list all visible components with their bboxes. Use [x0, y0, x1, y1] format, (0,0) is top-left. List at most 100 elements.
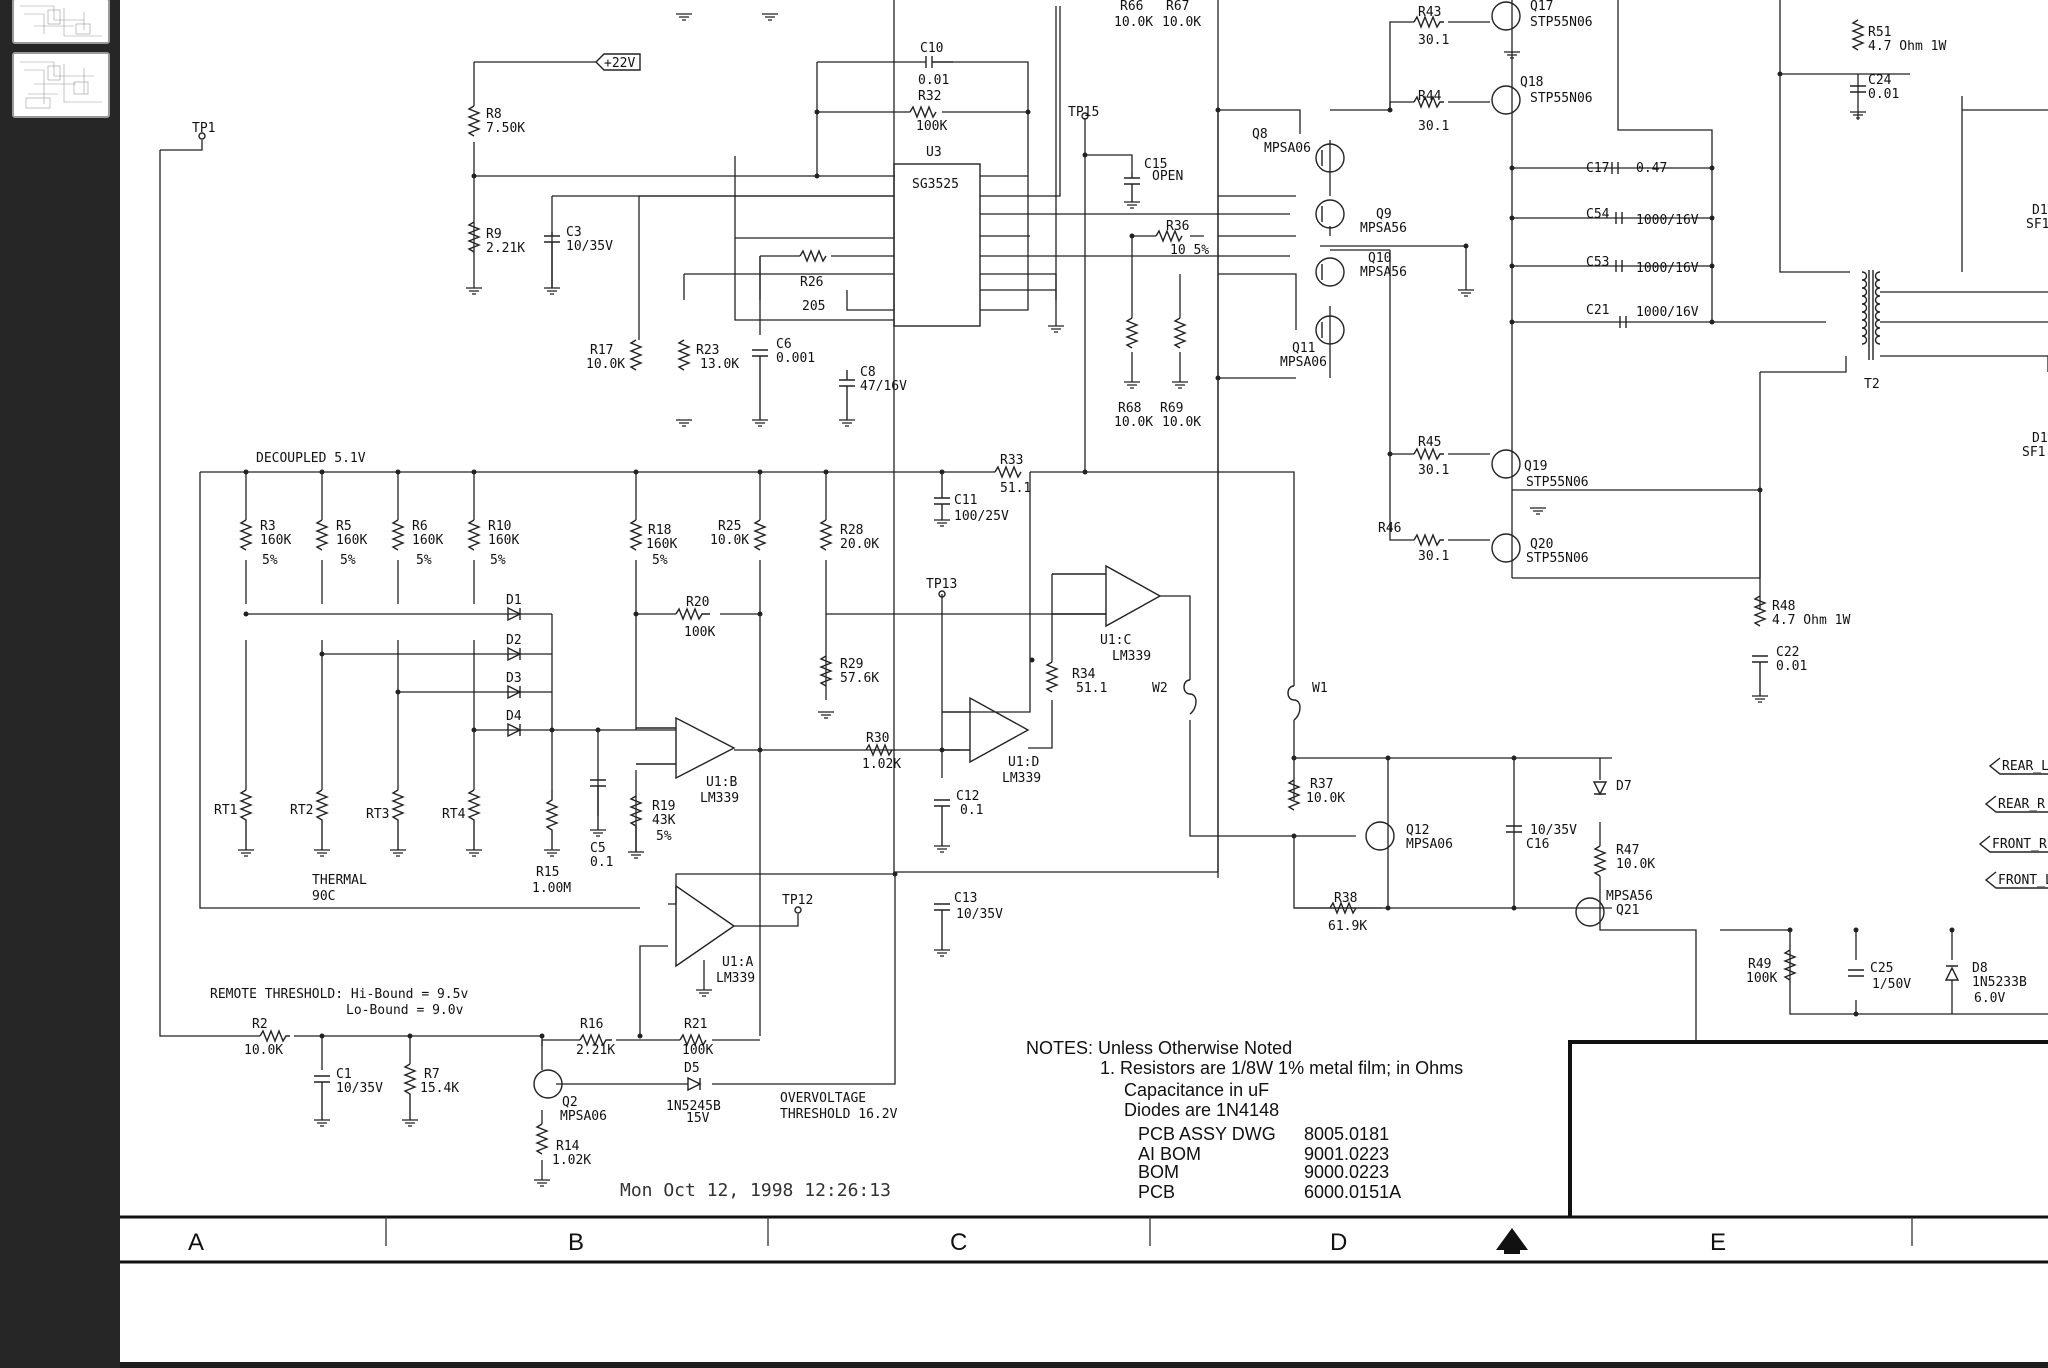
capacitor-c12	[934, 799, 950, 846]
label-r18: R18	[648, 523, 671, 538]
label-r51-value: 4.7 Ohm 1W	[1868, 39, 1946, 54]
label-c5: C5	[590, 841, 606, 856]
resistor-r48	[1753, 595, 1767, 627]
label-c12-value: 0.1	[960, 803, 983, 818]
label-c1: C1	[336, 1067, 352, 1082]
label-sf1-right: SF1	[2026, 217, 2048, 232]
label-r51: R51	[1868, 25, 1891, 40]
label-r30-value: 1.02K	[862, 757, 901, 772]
label-u1a-value: LM339	[716, 971, 755, 986]
label-c17: C17	[1586, 161, 1609, 176]
label-r49-value: 100K	[1746, 971, 1777, 986]
label-r21-value: 100K	[682, 1043, 713, 1058]
capacitor-c3	[544, 232, 560, 288]
resistor-r2	[259, 1029, 290, 1043]
label-u1c: U1:C	[1100, 633, 1131, 648]
label-d8-value: 1N5233B	[1972, 975, 2027, 990]
label-r19-tol: 5%	[656, 829, 672, 844]
label-r6: R6	[412, 519, 428, 534]
label-rt2: RT2	[290, 803, 313, 818]
label-r16: R16	[580, 1017, 603, 1032]
label-rear-l: REAR_L	[2002, 759, 2048, 774]
label-d1: D1	[506, 593, 522, 608]
capacitor-c54	[1615, 212, 1623, 224]
capacitor-c8	[839, 370, 855, 420]
label-c21: C21	[1586, 303, 1609, 318]
label-w1: W1	[1312, 681, 1328, 696]
page-1-thumbnail[interactable]	[12, 0, 110, 44]
zone-label: C	[950, 1229, 967, 1256]
label-r23: R23	[696, 343, 719, 358]
label-rt1: RT1	[214, 803, 237, 818]
thermistor-rt2	[315, 789, 329, 850]
label-c6-value: 0.001	[776, 351, 815, 366]
resistor-r8	[467, 105, 481, 137]
label-r32: R32	[918, 89, 941, 104]
mosfet-q20	[1491, 533, 1521, 563]
schematic-page: TP1 +22V R8 7.50K R9 2.21K C3 10/35V C10…	[120, 0, 2048, 1362]
label-r69-value: 10.0K	[1162, 415, 1201, 430]
thumbnail-sidebar	[0, 0, 120, 1368]
label-c22: C22	[1776, 645, 1799, 660]
label-q11-value: MPSA06	[1280, 355, 1327, 370]
label-22v: +22V	[604, 56, 635, 71]
zone-label: E	[1710, 1229, 1726, 1256]
resistor-r17	[629, 339, 643, 371]
label-r10-value: 160K	[488, 533, 519, 548]
resistor-r7	[403, 1063, 417, 1120]
label-r10-tol: 5%	[490, 553, 506, 568]
transformer-t2-primary	[1861, 271, 1868, 345]
thermistor-rt1	[239, 789, 253, 850]
label-u1b: U1:B	[706, 775, 737, 790]
label-c3-value: 10/35V	[566, 239, 613, 254]
label-tp1: TP1	[192, 121, 215, 136]
label-c12: C12	[956, 789, 979, 804]
label-c8-value: 47/16V	[860, 379, 907, 394]
label-q8-value: MPSA06	[1264, 141, 1311, 156]
label-c25-value: 1/50V	[1872, 977, 1911, 992]
label-r66: R66	[1120, 0, 1143, 14]
label-r46: R46	[1378, 521, 1401, 536]
page-2-thumbnail[interactable]	[12, 52, 110, 118]
label-r21: R21	[684, 1017, 707, 1032]
label-r47-value: 10.0K	[1616, 857, 1655, 872]
label-r9: R9	[486, 227, 502, 242]
label-c3: C3	[566, 225, 582, 240]
label-q11: Q11	[1292, 341, 1315, 356]
label-c24-value: 0.01	[1868, 87, 1899, 102]
label-r34: R34	[1072, 667, 1096, 682]
label-q20: Q20	[1530, 537, 1553, 552]
component-labels: TP1 +22V R8 7.50K R9 2.21K C3 10/35V C10…	[192, 0, 2048, 1168]
mosfet-q19	[1491, 449, 1521, 479]
diode-d8	[1944, 965, 1960, 981]
label-c54: C54	[1586, 207, 1610, 222]
label-q8: Q8	[1252, 127, 1268, 142]
label-tp13: TP13	[926, 577, 957, 592]
label-r67: R67	[1166, 0, 1189, 14]
label-q10: Q10	[1368, 251, 1391, 266]
label-r9-value: 2.21K	[486, 241, 525, 256]
comparator-u1a	[675, 884, 736, 968]
resistor-r44	[1413, 95, 1444, 109]
label-decoupled: DECOUPLED 5.1V	[256, 451, 366, 466]
label-r37: R37	[1310, 777, 1333, 792]
label-r2-value: 10.0K	[244, 1043, 283, 1058]
label-r14: R14	[556, 1139, 580, 1154]
label-r37-value: 10.0K	[1306, 791, 1345, 806]
label-r33: R33	[1000, 453, 1023, 468]
label-tp12: TP12	[782, 893, 813, 908]
notes-line-1: 1. Resistors are 1/8W 1% metal film; in …	[1100, 1058, 1463, 1078]
label-r8-value: 7.50K	[486, 121, 525, 136]
capacitor-c25	[1848, 969, 1864, 977]
label-u1d-value: LM339	[1002, 771, 1041, 786]
capacitor-c53	[1615, 260, 1623, 272]
label-r32-value: 100K	[916, 119, 947, 134]
label-q19: Q19	[1524, 459, 1547, 474]
label-r26-value: 205	[802, 299, 825, 314]
capacitor-c17	[1611, 162, 1619, 174]
label-r46-value: 30.1	[1418, 549, 1449, 564]
label-r14-value: 1.02K	[552, 1153, 591, 1168]
schematic-drawing: TP1 +22V R8 7.50K R9 2.21K C3 10/35V C10…	[120, 0, 2048, 1264]
resistor-r33	[994, 465, 1022, 479]
notes-row-key: PCB ASSY DWG	[1138, 1124, 1276, 1144]
